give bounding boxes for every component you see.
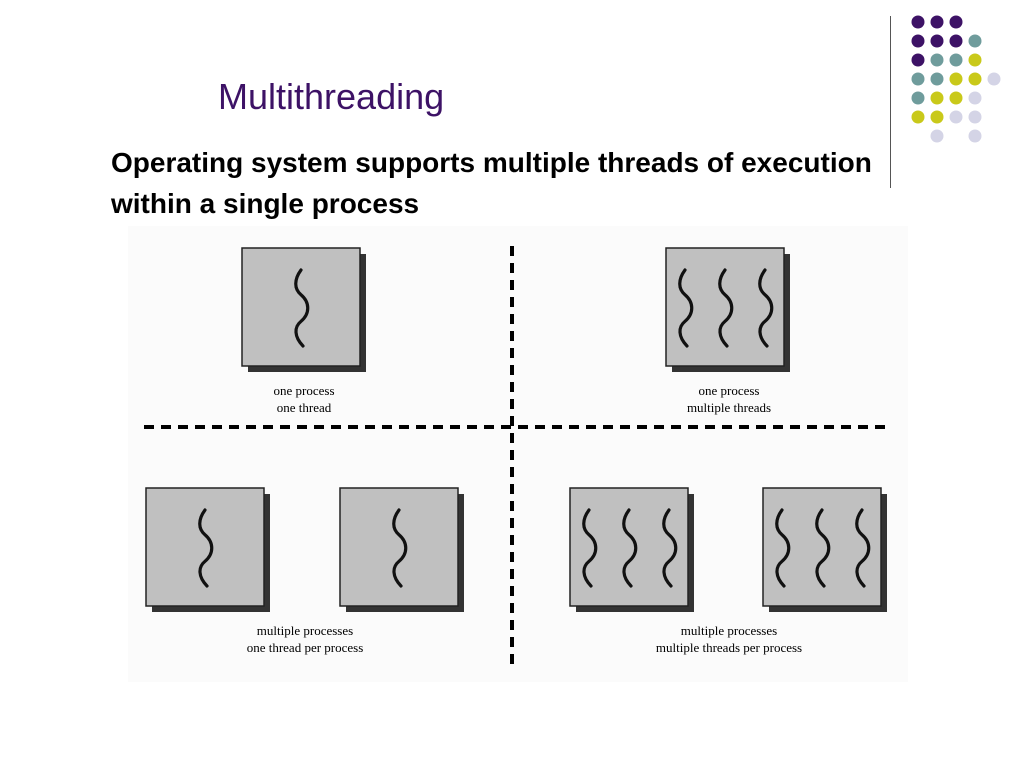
decor-dot — [930, 72, 944, 86]
thread-squiggle — [392, 508, 408, 588]
decor-dot — [987, 72, 1001, 86]
process-box — [762, 487, 882, 607]
slide-title: Multithreading — [218, 76, 445, 117]
thread-squiggle — [294, 268, 310, 348]
decor-dot — [911, 72, 925, 86]
caption-q4: multiple processes multiple threads per … — [656, 622, 802, 656]
caption-q4-line2: multiple threads per process — [655, 640, 803, 655]
decor-dot — [968, 53, 982, 67]
caption-q2-line2: multiple threads — [686, 400, 772, 415]
thread-squiggle — [198, 508, 214, 588]
decor-dot — [911, 15, 925, 29]
caption-q3-line2: one thread per process — [246, 640, 364, 655]
decor-dot — [968, 110, 982, 124]
process-box — [145, 487, 265, 607]
caption-q2-line1: one process — [698, 383, 760, 398]
decor-dot — [949, 91, 963, 105]
decor-dot — [949, 53, 963, 67]
thread-squiggle — [718, 268, 734, 348]
diagram-canvas — [144, 246, 888, 666]
process-box — [339, 487, 459, 607]
thread-squiggle — [815, 508, 831, 588]
caption-q1: one process one thread — [273, 382, 334, 416]
decor-dot — [930, 34, 944, 48]
decor-dot — [930, 15, 944, 29]
decor-dot — [949, 34, 963, 48]
decor-dot — [949, 72, 963, 86]
decor-dot — [911, 53, 925, 67]
thread-squiggle — [678, 268, 694, 348]
decorative-dot-grid — [911, 15, 1001, 143]
decor-dot — [949, 15, 963, 29]
caption-q1-line2: one thread — [276, 400, 332, 415]
decor-dot — [968, 91, 982, 105]
decor-dot — [968, 34, 982, 48]
thread-squiggle — [758, 268, 774, 348]
process-box — [241, 247, 361, 367]
process-box — [665, 247, 785, 367]
slide-subtitle: Operating system supports multiple threa… — [111, 147, 872, 219]
thread-squiggle — [622, 508, 638, 588]
thread-squiggle — [662, 508, 678, 588]
decor-dot — [911, 34, 925, 48]
decor-dot — [911, 91, 925, 105]
decor-dot — [949, 110, 963, 124]
caption-q3-line1: multiple processes — [256, 623, 354, 638]
decor-dot — [968, 129, 982, 143]
decor-dot — [930, 129, 944, 143]
process-thread-diagram: one process one thread one process multi… — [128, 226, 908, 682]
thread-squiggle — [855, 508, 871, 588]
thread-squiggle — [775, 508, 791, 588]
title-divider-line — [890, 16, 891, 188]
decor-dot — [930, 53, 944, 67]
decor-dot — [911, 110, 925, 124]
decor-dot — [930, 91, 944, 105]
caption-q1-line1: one process — [273, 383, 335, 398]
caption-q3: multiple processes one thread per proces… — [247, 622, 364, 656]
caption-q2: one process multiple threads — [687, 382, 771, 416]
process-box — [569, 487, 689, 607]
decor-dot — [930, 110, 944, 124]
decor-dot — [968, 72, 982, 86]
caption-q4-line1: multiple processes — [680, 623, 778, 638]
thread-squiggle — [582, 508, 598, 588]
